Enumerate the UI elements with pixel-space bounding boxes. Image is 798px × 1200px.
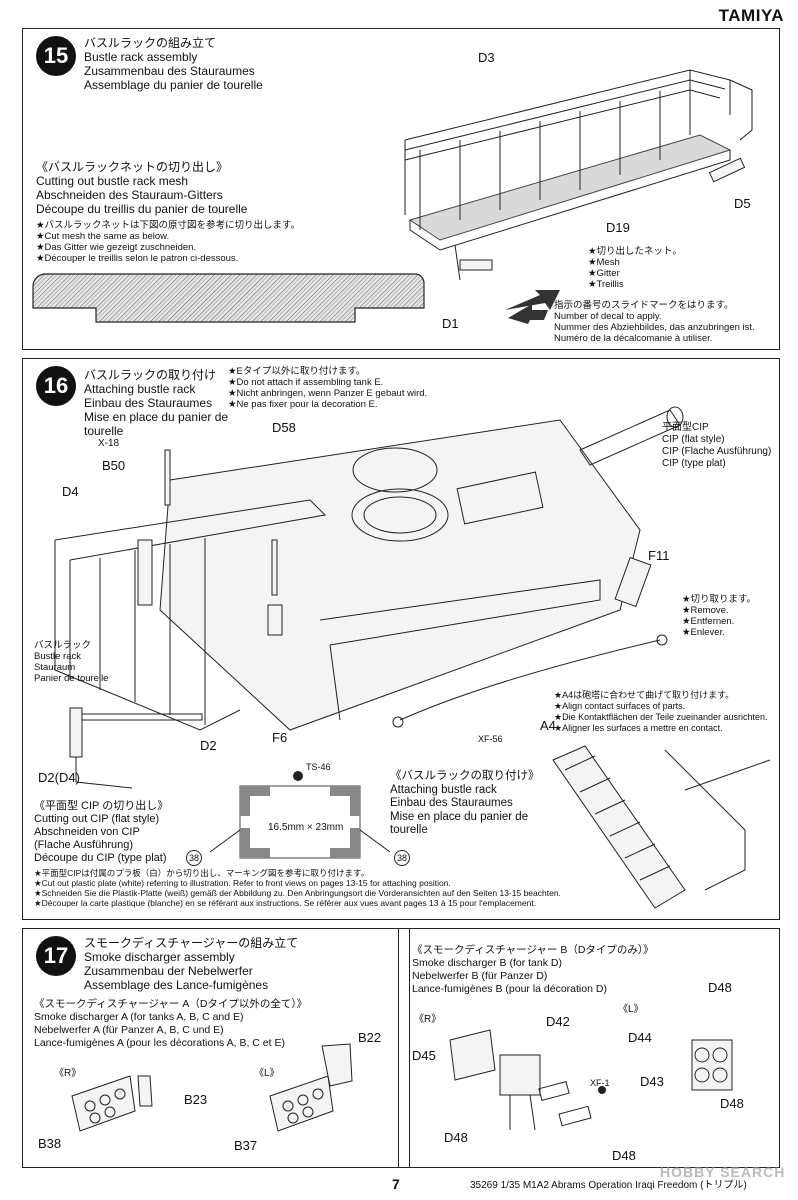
cip-cutout-diagram [180, 771, 420, 870]
step-17-panel [22, 928, 410, 1168]
part-f6-label: F6 [272, 730, 288, 745]
smoke-discharger-a-diagram [60, 1036, 390, 1156]
footer-product-text: 35269 1/35 M1A2 Abrams Operation Iraqi F… [470, 1180, 747, 1191]
part-d44-label: D44 [628, 1030, 652, 1045]
tank-e-note: ★Eタイプ以外に取り付けます。★Do not attach if assembl… [228, 366, 428, 410]
part-d48-label-3: D48 [708, 980, 732, 995]
step-15-panel [22, 28, 780, 350]
part-d42-label: D42 [546, 1014, 570, 1029]
mesh-cut-notes: ★バスルラックネットは下図の原寸図を参考に切り出します。★Cut mesh th… [36, 220, 301, 264]
smoke-a-r-label: 《R》 [54, 1068, 82, 1079]
cip-ts-label: TS-46 [306, 762, 331, 772]
bustle-rack-assembly-diagram [400, 55, 770, 310]
part-d43-label: D43 [640, 1074, 664, 1089]
part-d2-inset-diagram [62, 702, 212, 792]
smoke-a-title: 《スモークディスチャージャー A（Dタイプ以外の全て）》Smoke discha… [34, 998, 308, 1049]
decal-arrow-icon [508, 304, 548, 324]
attach-rack-title: 《バスルラックの取り付け》Attaching bustle rack Einba… [390, 770, 540, 836]
smoke-discharger-b-diagram [440, 1000, 780, 1160]
part-xf56-label: XF-56 [478, 734, 503, 744]
part-b38-label: B38 [38, 1136, 62, 1151]
part-b37-label: B37 [234, 1138, 258, 1153]
turret-attachment-diagram [40, 390, 740, 760]
part-d19-label: D19 [606, 220, 630, 235]
part-d5-label: D5 [734, 196, 751, 211]
part-b50-label: B50 [102, 458, 126, 473]
part-d48-label-2: D48 [612, 1148, 636, 1163]
decal-note: 指示の番号のスライドマークをはります。Number of decal to ap… [554, 300, 755, 344]
cip-decal-left: 38 [186, 850, 202, 866]
cip-size-label: 16.5mm × 23mm [268, 822, 344, 833]
part-xf1-label: XF-1 [590, 1078, 610, 1088]
align-note: ★A4は砲塔に合わせて曲げて取り付けます。★Align contact surf… [554, 690, 768, 733]
mesh-cut-title: 《バスルラックネットの切り出し》Cutting out bustle rack … [36, 160, 248, 216]
part-d3-label: D3 [478, 50, 495, 65]
step-16-panel [22, 358, 780, 920]
part-d45-label: D45 [412, 1048, 436, 1063]
page-number: 7 [392, 1176, 400, 1192]
smoke-b-title: 《スモークディスチャージャー B（Dタイプのみ）》Smoke discharge… [412, 944, 654, 995]
step-17-b-panel [398, 928, 780, 1168]
smoke-b-r-label: 《R》 [414, 1014, 442, 1025]
part-d58-label: D58 [272, 420, 296, 435]
cut-mesh-note: ★切り出したネット。★Mesh ★Gitter★Treillis [588, 246, 682, 290]
step-15-number: 15 [36, 36, 76, 76]
step-16-bottom-notes: ★平面型CIPは付属のプラ板（白）から切り出し、マーキング図を参考に取り付けます… [34, 868, 561, 908]
step-17-number: 17 [36, 936, 76, 976]
smoke-b-l-label: 《L》 [618, 1004, 644, 1015]
step-16-number: 16 [36, 366, 76, 406]
mesh-template-diagram [30, 272, 430, 334]
brand-logo: TAMIYA [718, 6, 784, 25]
remove-note: ★切り取ります。★Remove. ★Entfernen.★Enlever. [682, 594, 757, 638]
smoke-a-l-label: 《L》 [254, 1068, 280, 1079]
part-d1-label: D1 [442, 316, 459, 331]
part-d4-label: D4 [62, 484, 79, 499]
part-x18-label: X-18 [98, 438, 120, 449]
part-d48-label-1: D48 [444, 1130, 468, 1145]
part-d48-label-4: D48 [720, 1096, 744, 1111]
part-d2-label: D2 [200, 738, 217, 753]
part-a4-label: A4 [540, 718, 556, 733]
part-f11-label: F11 [648, 548, 670, 563]
cip-decal-right: 38 [394, 850, 410, 866]
part-b22-label: B22 [358, 1030, 382, 1045]
part-d2d4-label: D2(D4) [38, 770, 80, 785]
part-b23-label: B23 [184, 1092, 208, 1107]
cip-cut-title: 《平面型 CIP の切り出し》Cutting out CIP (flat sty… [34, 800, 169, 864]
rack-side-view-diagram [545, 740, 775, 915]
watermark-text: HOBBY SEARCH [660, 1164, 786, 1180]
